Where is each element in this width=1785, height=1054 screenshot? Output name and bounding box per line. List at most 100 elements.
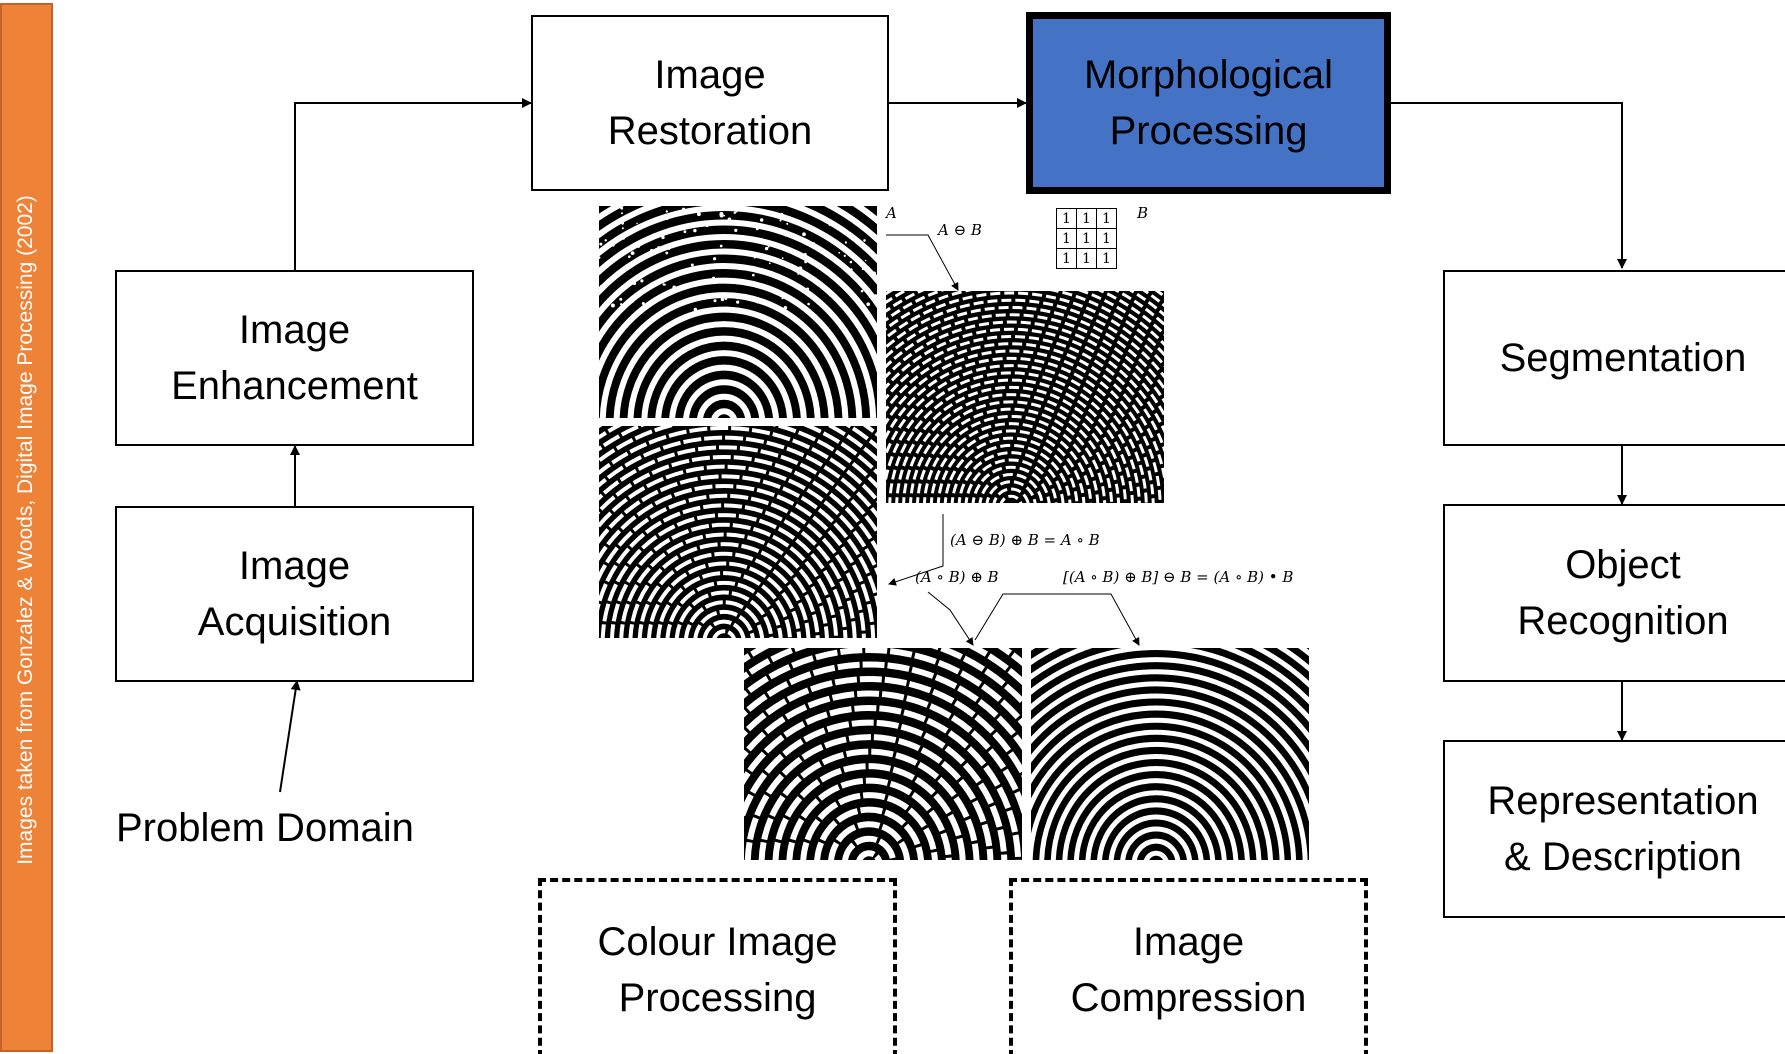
noise-dot	[744, 238, 747, 241]
ridge	[1031, 729, 1285, 860]
math-arrow-closing	[974, 593, 1140, 646]
noise-dot	[783, 306, 788, 310]
problem-domain-label: Problem Domain	[116, 806, 414, 850]
noise-dot	[847, 233, 849, 235]
noise-dot	[599, 242, 603, 246]
ridge	[886, 313, 1164, 404]
noise-dot	[804, 260, 807, 264]
ridge	[599, 503, 857, 638]
noise-dot	[599, 270, 601, 273]
noise-dot	[753, 256, 756, 259]
noise-dot	[610, 303, 615, 308]
noise-dot	[806, 287, 810, 291]
node-image-restoration: Image Restoration	[531, 15, 889, 191]
ridge	[744, 719, 1008, 860]
fingerprint-opened	[599, 426, 877, 638]
node-image-compression: Image Compression	[1009, 878, 1368, 1054]
ridge	[599, 445, 877, 535]
noise-dot	[713, 299, 717, 303]
noise-dot	[768, 262, 771, 265]
noise-dot	[866, 302, 870, 306]
ridge	[641, 335, 807, 418]
ridge	[1039, 741, 1273, 860]
ridge	[964, 458, 1058, 503]
node-object-recognition: Object Recognition	[1443, 504, 1785, 682]
noise-dot	[786, 222, 789, 225]
ridge	[599, 474, 877, 609]
noise-dot	[711, 234, 715, 238]
noise-dot	[713, 257, 717, 261]
noise-dot	[662, 283, 665, 286]
ridge	[1120, 826, 1192, 860]
ridge	[886, 356, 1155, 503]
ridge	[599, 234, 877, 336]
ridge	[744, 648, 1022, 727]
ridge	[886, 349, 1162, 503]
ridge	[828, 821, 911, 860]
noise-dot	[817, 279, 820, 283]
ridge	[895, 385, 1127, 503]
ridge	[599, 426, 877, 504]
ridge	[772, 763, 966, 860]
ridge	[923, 414, 1100, 503]
noise-dot	[683, 230, 687, 234]
ridge	[886, 291, 1164, 368]
noise-dot	[666, 217, 669, 221]
ridge	[637, 551, 811, 638]
ridge	[1031, 669, 1309, 763]
noise-dot	[724, 297, 728, 300]
noise-dot	[771, 213, 774, 217]
ridge	[1097, 802, 1216, 860]
noise-dot	[860, 289, 864, 293]
noise-dot	[724, 306, 729, 311]
noise-dot	[736, 300, 740, 304]
ridge	[712, 629, 736, 638]
noise-dot	[630, 251, 635, 255]
noise-dot	[621, 227, 624, 230]
ridge	[758, 748, 980, 860]
noise-dot	[787, 280, 790, 282]
fingerprint-opened-ridges	[599, 426, 877, 638]
ridge	[744, 705, 1022, 860]
ridge	[744, 661, 1022, 751]
label-opening: (A ⊖ B) ⊕ B = A ∘ B	[950, 531, 1100, 549]
noise-dot	[803, 252, 807, 256]
ridge	[599, 277, 863, 418]
node-image-acquisition: Image Acquisition	[115, 506, 474, 682]
noise-dot	[843, 254, 846, 257]
ridge	[711, 408, 737, 418]
noise-dot	[873, 274, 876, 277]
fingerprint-original	[599, 206, 877, 418]
label-a: A	[886, 204, 897, 222]
noise-dot	[726, 221, 729, 224]
ridge	[1062, 766, 1250, 860]
noise-dot	[838, 251, 841, 254]
ridge	[627, 321, 821, 418]
fingerprint-closed-ridges	[1031, 648, 1309, 860]
label-b: B	[1137, 204, 1149, 222]
noise-dot	[600, 284, 603, 288]
noise-dot	[784, 234, 787, 237]
noise-dot	[865, 269, 868, 272]
ridge	[886, 327, 1164, 434]
noise-dot	[661, 235, 665, 240]
ridge	[600, 513, 848, 638]
node-morphological-processing: Morphological Processing	[1026, 12, 1391, 194]
noise-dot	[864, 259, 867, 262]
noise-dot	[871, 252, 875, 255]
ridge	[950, 443, 1072, 503]
noise-dot	[665, 251, 669, 255]
noise-dot	[640, 279, 644, 283]
ridge	[613, 306, 835, 418]
noise-dot	[848, 215, 851, 219]
noise-dot	[735, 210, 738, 213]
ridge	[936, 429, 1086, 503]
ridge	[599, 206, 877, 285]
ridge	[957, 451, 1065, 503]
ridge	[886, 298, 1164, 379]
ridge	[888, 378, 1134, 503]
noise-dot	[621, 212, 623, 215]
ridge	[800, 792, 938, 860]
noise-dot	[631, 245, 636, 250]
ridge	[619, 532, 829, 638]
